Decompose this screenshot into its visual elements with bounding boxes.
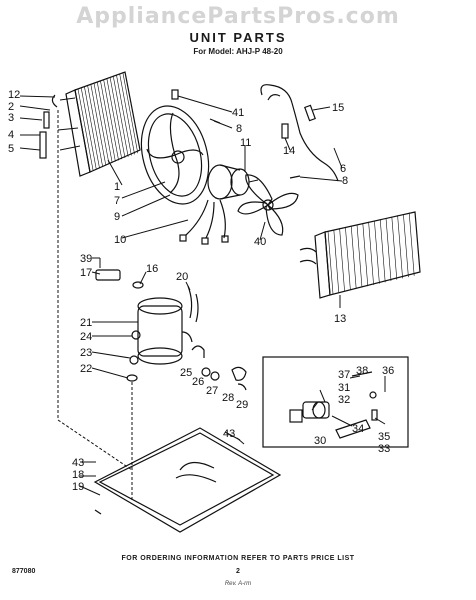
- callout-10: 10: [114, 234, 126, 246]
- callout-16: 16: [146, 263, 158, 275]
- evaporator-fan-blade: [237, 174, 299, 236]
- watermark: AppliancePartsPros.com: [76, 4, 400, 29]
- callout-37: 37: [338, 369, 350, 381]
- callout-17: 17: [80, 267, 92, 279]
- coil-fin: [403, 214, 409, 278]
- coil-fin: [116, 74, 132, 156]
- callout-3: 3: [8, 112, 14, 124]
- coil-fin: [77, 88, 94, 171]
- callout-38: 38: [356, 365, 368, 377]
- callout-24: 24: [80, 331, 92, 343]
- coil-fin: [80, 87, 97, 169]
- coil-fin: [397, 215, 403, 279]
- right-coil: [299, 211, 421, 299]
- coil-fin: [408, 212, 415, 276]
- callout-22: 22: [80, 363, 92, 375]
- callout-34: 34: [352, 423, 364, 435]
- callout-43: 43: [72, 457, 84, 469]
- document-code: 877080: [12, 568, 36, 575]
- callout-20: 20: [176, 271, 188, 283]
- leader-lines: [19, 95, 386, 471]
- refrigerant-tubing: [260, 84, 339, 182]
- control-parts-inset: [262, 356, 409, 448]
- coil-fin: [345, 227, 351, 291]
- fan-motor: [179, 164, 259, 245]
- coil-fin: [374, 220, 380, 284]
- mounting-clip-41: [171, 89, 179, 100]
- callout-11: 11: [240, 137, 251, 149]
- page-number: 2: [236, 568, 240, 575]
- callout-6: 6: [340, 163, 346, 175]
- callout-2: 2: [8, 101, 14, 113]
- callout-19: 19: [72, 481, 84, 493]
- compressor: [126, 297, 193, 500]
- callout-33: 33: [378, 443, 390, 455]
- callout-12: 12: [8, 89, 20, 101]
- callout-39: 39: [80, 253, 92, 265]
- callout-41: 41: [232, 107, 244, 119]
- coil-fin: [368, 221, 374, 285]
- callout-29: 29: [236, 399, 248, 411]
- coil-fin: [356, 224, 363, 288]
- callout-9: 9: [114, 211, 120, 223]
- coil-fin: [93, 82, 110, 165]
- coil-fin: [385, 217, 392, 282]
- coil-fin: [327, 230, 334, 295]
- callout-32: 32: [338, 394, 350, 406]
- coil-fin: [87, 85, 103, 167]
- callout-14: 14: [283, 145, 295, 157]
- terminal-parts: [191, 345, 247, 391]
- model-subtitle: For Model: AHJ-P 48-20: [193, 47, 283, 56]
- coil-fin: [96, 81, 113, 163]
- coil-fin: [379, 219, 386, 283]
- coil-fin: [350, 225, 357, 289]
- page-title: UNIT PARTS: [189, 30, 287, 45]
- coil-fin: [339, 228, 345, 292]
- callout-31: 31: [338, 382, 350, 394]
- callout-21: 21: [80, 317, 92, 329]
- margin-note: Rev. A-rm: [224, 581, 252, 587]
- coil-fin: [333, 229, 340, 293]
- condenser-fan-blade: [140, 105, 210, 205]
- callout-7: 7: [114, 195, 120, 207]
- screw-8b: [289, 175, 301, 179]
- left-coil: [39, 71, 141, 177]
- callout-13: 13: [334, 313, 346, 325]
- coil-fin: [109, 76, 126, 159]
- callout-4: 4: [8, 129, 14, 141]
- callout-5: 5: [8, 143, 14, 155]
- coil-fin: [391, 216, 398, 280]
- callout-27: 27: [206, 385, 218, 397]
- callout-26: 26: [192, 376, 204, 388]
- coil-fin: [122, 72, 139, 154]
- coil-fin: [100, 80, 116, 162]
- callout-18: 18: [72, 469, 84, 481]
- coil-fin: [106, 78, 123, 160]
- callout-8: 8: [342, 175, 348, 187]
- ordering-note: FOR ORDERING INFORMATION REFER TO PARTS …: [121, 555, 355, 562]
- callout-8: 8: [236, 123, 242, 135]
- callout-40: 40: [254, 236, 266, 248]
- callout-30: 30: [314, 435, 326, 447]
- callout-43: 43: [223, 428, 235, 440]
- callout-36: 36: [382, 365, 394, 377]
- callout-15: 15: [332, 102, 344, 114]
- coil-fin: [112, 75, 129, 157]
- coil-fin: [90, 84, 107, 166]
- callout-25: 25: [180, 367, 192, 379]
- callout-23: 23: [80, 347, 92, 359]
- coil-fin: [119, 73, 135, 155]
- coil-fin: [103, 79, 119, 161]
- base-pan: [79, 427, 282, 533]
- coil-fin: [84, 86, 100, 168]
- coil-fin: [362, 223, 369, 287]
- callout-28: 28: [222, 392, 234, 404]
- callout-1: 1: [114, 181, 120, 193]
- callout-35: 35: [378, 431, 390, 443]
